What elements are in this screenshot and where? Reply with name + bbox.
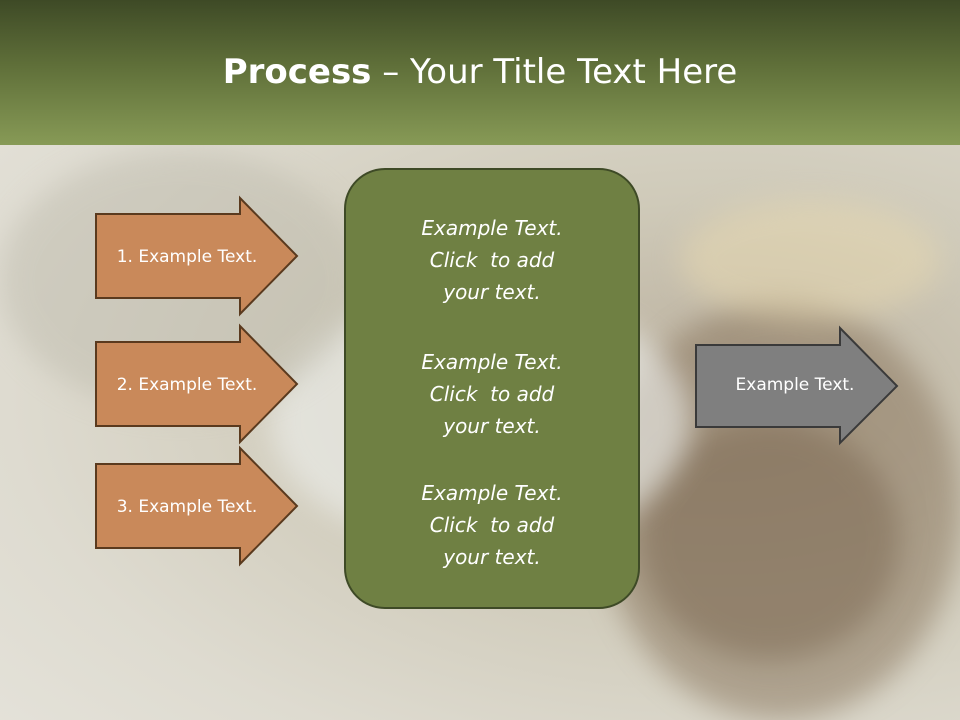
block-3-line-3: your text. [443,545,541,569]
block-2-line-2: Click to add [429,382,555,406]
input-arrow-1-label: 1. Example Text. [117,247,258,267]
block-1-line-3: your text. [443,280,541,304]
center-box-block-1: Example Text. Click to add your text. [345,212,639,308]
block-1-line-2: Click to add [429,248,555,272]
output-arrow[interactable]: Example Text. [695,325,899,446]
input-arrow-2-label: 2. Example Text. [117,375,258,395]
title-rest: – Your Title Text Here [371,52,738,92]
page-title: Process – Your Title Text Here [0,52,960,92]
center-box-block-2: Example Text. Click to add your text. [345,346,639,442]
block-2-line-3: your text. [443,414,541,438]
input-arrow-3[interactable]: 3. Example Text. [95,445,299,567]
input-arrow-1[interactable]: 1. Example Text. [95,195,299,317]
title-bold: Process [222,52,372,92]
block-2-line-1: Example Text. [421,350,563,374]
center-box-block-3: Example Text. Click to add your text. [345,477,639,573]
title-bar [0,0,960,145]
block-3-line-1: Example Text. [421,481,563,505]
input-arrow-3-label: 3. Example Text. [117,497,258,517]
output-arrow-label: Example Text. [736,375,855,395]
block-1-line-1: Example Text. [421,216,563,240]
input-arrow-2[interactable]: 2. Example Text. [95,323,299,445]
block-3-line-2: Click to add [429,513,555,537]
center-box[interactable] [344,168,640,609]
